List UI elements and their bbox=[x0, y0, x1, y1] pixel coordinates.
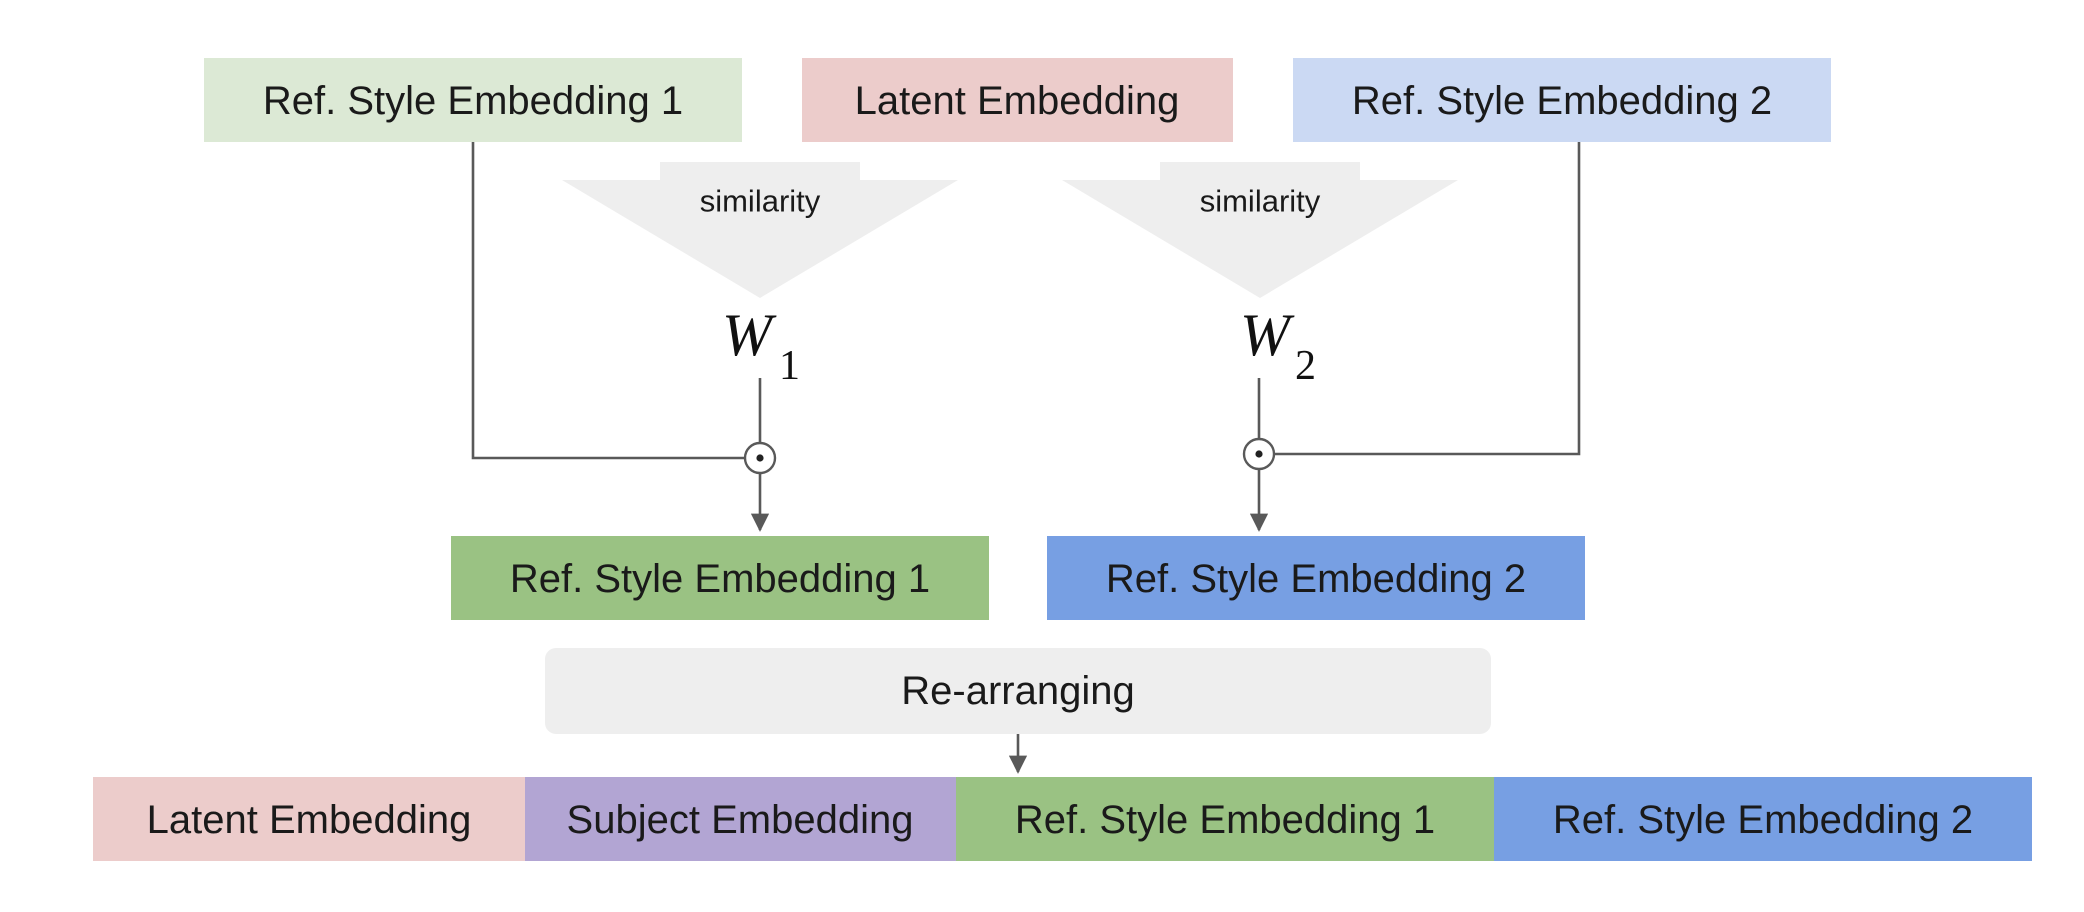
final-style-embedding-1: Ref. Style Embedding 1 bbox=[956, 777, 1494, 861]
left-branch-connectors bbox=[471, 142, 777, 532]
final-style-embedding-1-box bbox=[956, 777, 1494, 861]
similarity-funnel-left-shape bbox=[562, 162, 958, 298]
weighted-style-embedding-2-box bbox=[1047, 536, 1585, 620]
final-subject-embedding-box bbox=[525, 777, 956, 861]
top-latent-embedding-label: Latent Embedding bbox=[855, 79, 1180, 123]
final-subject-embedding: Subject Embedding bbox=[525, 777, 956, 861]
top-style-embedding-2: Ref. Style Embedding 2 bbox=[1293, 58, 1831, 142]
similarity-funnel-right: similarity bbox=[1062, 162, 1458, 298]
final-style-embedding-2-box bbox=[1494, 777, 2032, 861]
left-multiply-operator-dot bbox=[756, 454, 764, 462]
rearranging-box bbox=[545, 648, 1491, 734]
rearranging-label: Re-arranging bbox=[901, 669, 1134, 713]
top-latent-embedding-box bbox=[802, 58, 1233, 142]
similarity-left-label: similarity bbox=[700, 184, 821, 219]
top-latent-embedding: Latent Embedding bbox=[802, 58, 1233, 142]
final-style-embedding-2: Ref. Style Embedding 2 bbox=[1494, 777, 2032, 861]
weighted-style-embedding-1: Ref. Style Embedding 1 bbox=[451, 536, 989, 620]
final-latent-embedding-label: Latent Embedding bbox=[147, 798, 472, 842]
right-skip-connector bbox=[1274, 142, 1581, 456]
top-style-embedding-1-box bbox=[204, 58, 742, 142]
weighted-style-embedding-1-label: Ref. Style Embedding 1 bbox=[510, 557, 930, 601]
weighted-style-embedding-1-box bbox=[451, 536, 989, 620]
left-skip-connector bbox=[471, 142, 745, 460]
similarity-funnel-left: similarity bbox=[562, 162, 958, 298]
right-multiply-operator-dot bbox=[1255, 450, 1263, 458]
final-style-embedding-1-label: Ref. Style Embedding 1 bbox=[1015, 798, 1435, 842]
top-style-embedding-2-label: Ref. Style Embedding 2 bbox=[1352, 79, 1772, 123]
final-style-embedding-2-label: Ref. Style Embedding 2 bbox=[1553, 798, 1973, 842]
top-style-embedding-2-box bbox=[1293, 58, 1831, 142]
weighted-style-embedding-2: Ref. Style Embedding 2 bbox=[1047, 536, 1585, 620]
top-style-embedding-1-label: Ref. Style Embedding 1 bbox=[263, 79, 683, 123]
rearranging-block: Re-arranging bbox=[545, 648, 1491, 734]
weight-w1: W 1 bbox=[722, 302, 800, 389]
final-latent-embedding: Latent Embedding bbox=[93, 777, 525, 861]
right-branch-connectors bbox=[1242, 142, 1581, 532]
weight-w1-subscript: 1 bbox=[779, 343, 800, 389]
final-latent-embedding-box bbox=[93, 777, 525, 861]
weight-w1-symbol: W bbox=[722, 302, 777, 368]
weighted-style-embedding-2-label: Ref. Style Embedding 2 bbox=[1106, 557, 1526, 601]
similarity-right-label: similarity bbox=[1200, 184, 1321, 219]
top-style-embedding-1: Ref. Style Embedding 1 bbox=[204, 58, 742, 142]
similarity-funnel-right-shape bbox=[1062, 162, 1458, 298]
final-subject-embedding-label: Subject Embedding bbox=[567, 798, 914, 842]
weight-w2-subscript: 2 bbox=[1295, 343, 1316, 389]
weight-w2: W 2 bbox=[1240, 302, 1316, 389]
weight-w2-symbol: W bbox=[1240, 302, 1295, 368]
